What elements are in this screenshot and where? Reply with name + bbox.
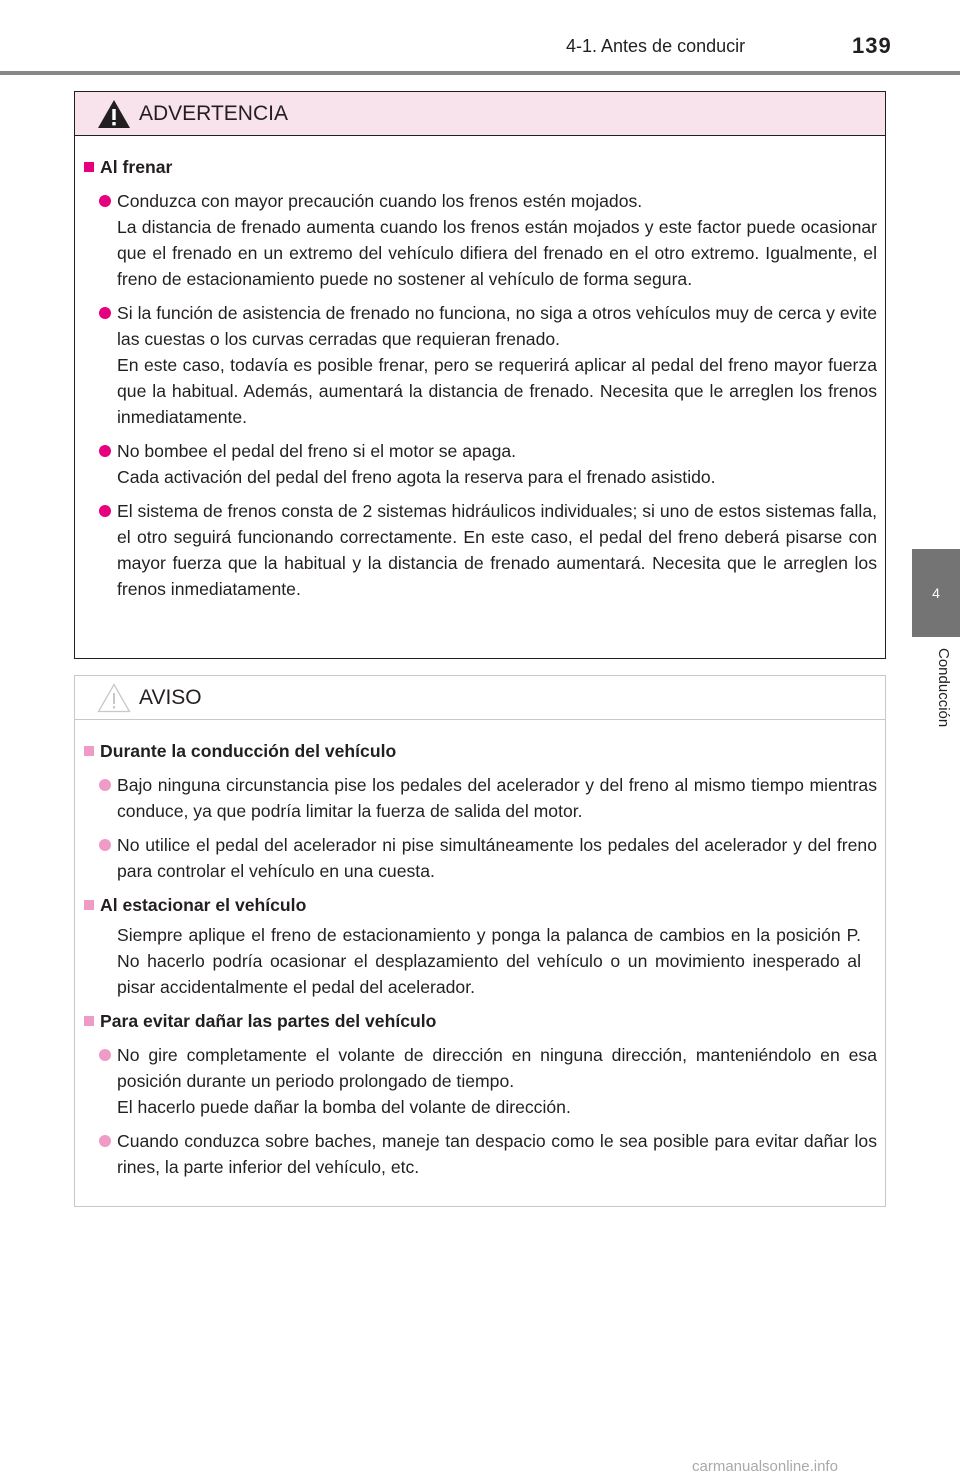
bullet-dot-icon — [99, 307, 111, 319]
notice-heading-text: Durante la conducción del vehículo — [100, 741, 397, 761]
caution-triangle-icon — [97, 682, 131, 712]
paragraph: No bombee el pedal del freno si el motor… — [117, 441, 517, 461]
paragraph: Cada activación del pedal del freno agot… — [117, 467, 716, 487]
square-bullet-icon — [84, 746, 94, 756]
list-item: Si la función de asistencia de frenado n… — [83, 300, 877, 430]
paragraph: Si la función de asistencia de frenado n… — [117, 303, 877, 349]
notice-heading: Durante la conducción del vehículo — [83, 738, 877, 764]
square-bullet-icon — [84, 162, 94, 172]
warning-box: ADVERTENCIA Al frenar Conduzca con mayor… — [74, 91, 886, 659]
notice-heading: Al estacionar el vehículo — [83, 892, 877, 918]
paragraph-text: Siempre aplique el freno de estacionamie… — [117, 925, 861, 997]
notice-body: Durante la conducción del vehículo Bajo … — [75, 720, 885, 1180]
notice-header: AVISO — [75, 676, 885, 720]
watermark: carmanualsonline.info — [692, 1458, 838, 1475]
bullet-dot-icon — [99, 779, 111, 791]
warning-title: ADVERTENCIA — [139, 101, 288, 125]
list-item: No bombee el pedal del freno si el motor… — [83, 438, 877, 490]
warning-heading: Al frenar — [83, 154, 877, 180]
notice-heading-text: Para evitar dañar las partes del vehícul… — [100, 1011, 437, 1031]
paragraph: Siempre aplique el freno de estacionamie… — [83, 922, 877, 1000]
list-item: Conduzca con mayor precaución cuando los… — [83, 188, 877, 292]
list-item: No gire completamente el volante de dire… — [83, 1042, 877, 1120]
paragraph: Bajo ninguna circunstancia pise los peda… — [117, 775, 877, 821]
paragraph: La distancia de frenado aumenta cuando l… — [117, 217, 877, 289]
square-bullet-icon — [84, 1016, 94, 1026]
bullet-dot-icon — [99, 1135, 111, 1147]
notice-heading: Para evitar dañar las partes del vehícul… — [83, 1008, 877, 1034]
chapter-label: Conducción — [935, 648, 952, 728]
list-item: El sistema de frenos consta de 2 sistema… — [83, 498, 877, 602]
chapter-tab[interactable]: 4 — [912, 549, 960, 637]
paragraph: Conduzca con mayor precaución cuando los… — [117, 191, 643, 211]
warning-triangle-icon — [98, 99, 130, 128]
bullet-dot-icon — [99, 1049, 111, 1061]
bullet-dot-icon — [99, 195, 111, 207]
warning-heading-text: Al frenar — [100, 157, 173, 177]
bullet-dot-icon — [99, 445, 111, 457]
notice-box: AVISO Durante la conducción del vehículo… — [74, 675, 886, 1207]
warning-body: Al frenar Conduzca con mayor precaución … — [75, 136, 885, 602]
paragraph: No utilice el pedal del acelerador ni pi… — [117, 835, 877, 881]
bullet-dot-icon — [99, 839, 111, 851]
warning-header: ADVERTENCIA — [75, 92, 885, 136]
paragraph: Cuando conduzca sobre baches, maneje tan… — [117, 1131, 877, 1177]
square-bullet-icon — [84, 900, 94, 910]
paragraph: En este caso, todavía es posible frenar,… — [117, 355, 877, 427]
list-item: Cuando conduzca sobre baches, maneje tan… — [83, 1128, 877, 1180]
paragraph: El hacerlo puede dañar la bomba del vola… — [117, 1097, 571, 1117]
page-number: 139 — [852, 33, 892, 58]
paragraph: El sistema de frenos consta de 2 sistema… — [117, 501, 877, 599]
section-title: 4-1. Antes de conducir — [566, 36, 746, 56]
notice-title: AVISO — [139, 685, 202, 709]
list-item: No utilice el pedal del acelerador ni pi… — [83, 832, 877, 884]
header-divider — [0, 71, 960, 75]
paragraph: No gire completamente el volante de dire… — [117, 1045, 877, 1091]
list-item: Bajo ninguna circunstancia pise los peda… — [83, 772, 877, 824]
chapter-number: 4 — [932, 585, 940, 601]
notice-heading-text: Al estacionar el vehículo — [100, 895, 307, 915]
bullet-dot-icon — [99, 505, 111, 517]
